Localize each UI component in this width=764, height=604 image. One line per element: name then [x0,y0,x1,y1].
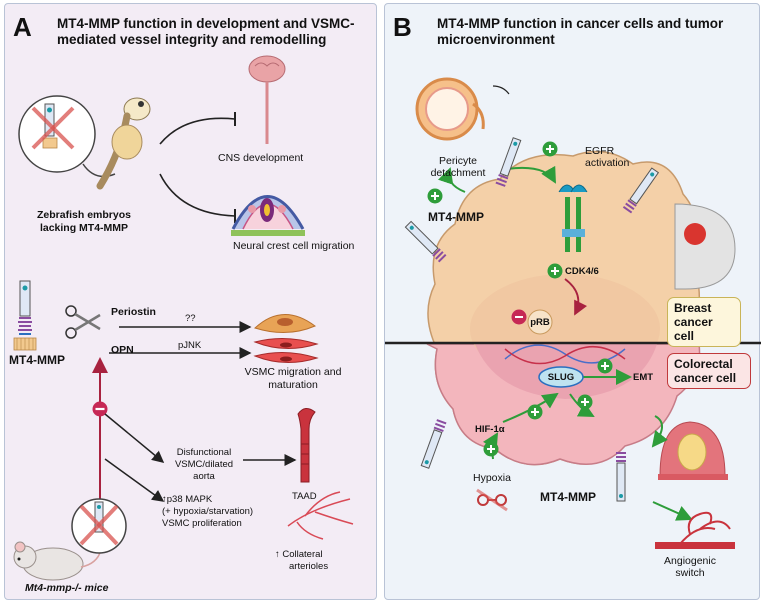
panel-b-title-line2: microenvironment [437,32,555,47]
cdk46-label: CDK4/6 [565,266,599,277]
vsmc-cells-icon [253,314,319,364]
mt4mmp-label-top: MT4-MMP [428,210,484,224]
panel-b-letter: B [393,12,412,42]
emt-label: EMT [633,372,654,383]
breast-label-line2: cancer cell [674,315,713,343]
hif1a-label: HIF-1α [475,424,505,435]
unknown-mechanism-label: ?? [185,313,196,324]
panel-b-title-line1: MT4-MMP function in cancer cells and tum… [437,16,724,31]
zebrafish-label-line1: Zebrafish embryos [37,209,131,221]
disfunctional-label-line1: Disfunctional [176,447,232,458]
egfr-label-line2: activation [585,157,630,169]
pericyte-label-line2: detachment [430,167,486,179]
p38-label-line1: ↑p38 MAPK [162,494,213,505]
prb-node [527,309,553,335]
zebrafish-knockout-bubble [18,95,116,178]
brain-spinal-cord-icon [248,55,286,144]
prb-label: pRB [530,317,550,328]
cns-development-label: CNS development [218,152,304,164]
collateral-arterioles-icon [287,491,354,540]
angiogenic-vessel-icon [655,511,735,549]
p38-label-line2: (+ hypoxia/starvation) [162,506,254,517]
hypoxia-label: Hypoxia [473,472,511,484]
pjnk-label: pJNK [178,340,202,351]
taad-label: TAAD [292,491,317,502]
neural-crest-label: Neural crest cell migration [233,240,355,252]
aorta-icon [297,408,316,483]
slug-node [538,366,584,388]
panel-a-title-line2: mediated vessel integrity and remodellin… [57,32,327,47]
knockout-mouse-icon [13,498,127,581]
periostin-label: Periostin [111,306,156,318]
mice-label: Mt4-mmp-/- mice [25,582,109,594]
activation-badges [427,141,613,457]
angiogenic-label-line2: switch [675,567,705,579]
egfr-label-line1: EGFR [585,145,615,157]
breast-label-line1: Breast [674,301,712,315]
vsmc-migration-label-line2: maturation [268,379,318,391]
mt4mmp-label-a: MT4-MMP [9,353,65,367]
scissors-icon [65,305,101,339]
vsmc-migration-label-line1: VSMC migration and [244,366,342,378]
mt4mmp-label-bottom: MT4-MMP [540,490,596,504]
colorectal-label-line1: Colorectal [674,357,733,371]
collateral-label-line1: ↑ Collateral [275,549,323,560]
egfr-receptor-icon [558,184,588,252]
disfunctional-label-line3: aorta [193,471,215,482]
opn-label: OPN [111,344,134,356]
mt4mmp-receptors [404,137,660,502]
colorectal-label-line2: cancer cell [674,371,737,385]
disfunctional-label-line2: VSMC/dilated [174,459,234,470]
zebrafish-label-line2: lacking MT4-MMP [39,222,129,234]
mt4mmp-receptor-icon [13,280,37,351]
oxygen-crossed-icon [476,488,508,512]
panel-a-title-line1: MT4-MMP function in development and VSMC… [57,16,355,31]
zebrafish-embryo-icon [96,97,151,190]
panel-b: B MT4-MMP function in cancer cells and t… [384,3,761,600]
panel-a-graphics [13,55,354,581]
panel-b-graphics [385,77,761,549]
collateral-label-line2: arterioles [289,561,329,572]
p38-label-line3: VSMC proliferation [162,518,242,529]
pericyte-vessel-icon [415,77,510,141]
pericyte-label-line1: Pericyte [439,155,477,167]
panel-a-letter: A [13,12,32,42]
angiogenic-label-line1: Angiogenic [664,555,716,567]
panel-a: A MT4-MMP function in development and VS… [4,3,377,600]
slug-label: SLUG [547,372,575,383]
neural-crest-icon [231,195,305,236]
colorectal-cancer-cell-box: Colorectal cancer cell [667,353,751,389]
colorectal-polyp-icon [658,421,728,480]
breast-cancer-cell-box: Breast cancer cell [667,297,741,347]
breast-tissue-icon [674,203,736,290]
